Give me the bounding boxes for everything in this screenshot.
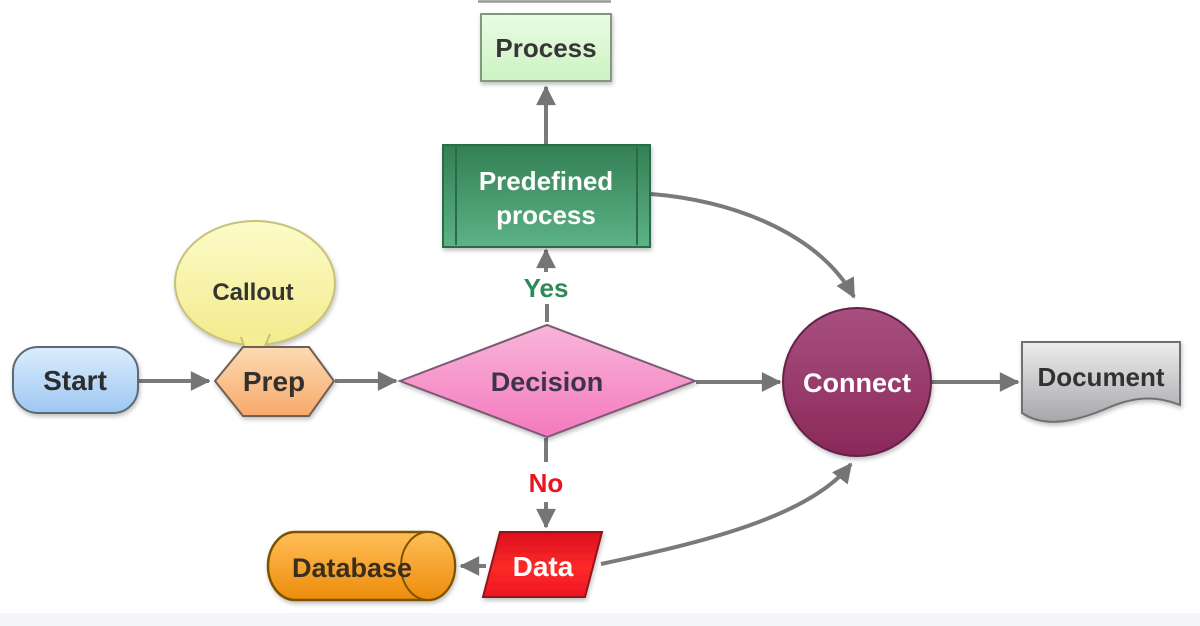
- node-connect: Connect: [782, 307, 932, 457]
- document-label: Document: [1037, 362, 1164, 392]
- yes-edge-label: Yes: [524, 273, 569, 303]
- node-process: Process: [480, 13, 612, 82]
- process-label: Process: [495, 33, 596, 63]
- edges: [139, 85, 1020, 576]
- page-bottom-edge: [0, 613, 1200, 626]
- database-label: Database: [292, 553, 412, 583]
- node-prep: Prep: [213, 346, 336, 417]
- edge-data-to-connect: [600, 462, 853, 566]
- decision-label: Decision: [491, 367, 604, 397]
- data-label: Data: [513, 551, 574, 582]
- decision-shape: [397, 323, 698, 439]
- node-database: Database: [266, 530, 457, 602]
- no-edge-label: No: [529, 468, 564, 498]
- database-cap: [400, 531, 456, 601]
- document-shape: [1021, 341, 1181, 423]
- connect-shape: [782, 307, 932, 457]
- node-callout: Callout: [174, 220, 336, 372]
- node-start: Start: [12, 346, 139, 414]
- process-shape: [480, 13, 612, 82]
- node-document: Document: [1021, 341, 1181, 423]
- prep-label: Prep: [243, 366, 305, 397]
- data-shape: [481, 531, 604, 598]
- predefined-process-shape: [442, 144, 651, 248]
- callout-label: Callout: [212, 279, 293, 306]
- connect-label: Connect: [803, 368, 911, 398]
- edge-predefined-to-connect: [650, 192, 856, 299]
- start-label: Start: [43, 365, 107, 396]
- start-shape: [12, 346, 139, 414]
- prep-shape: [213, 346, 336, 417]
- node-data: Data: [481, 531, 604, 598]
- node-decision: Decision: [397, 323, 698, 439]
- predefined-process-label-line1: Predefined: [479, 166, 613, 196]
- node-predefined-process: Predefined process: [442, 144, 651, 248]
- predefined-process-label-line2: process: [496, 200, 596, 230]
